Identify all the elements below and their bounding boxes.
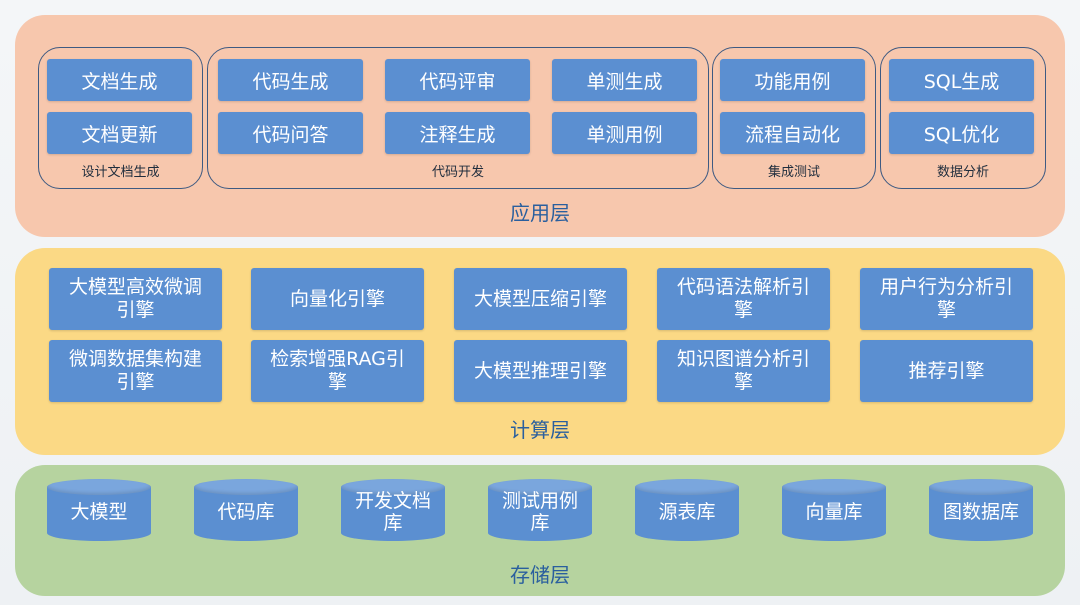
doc-generation-box: 文档生成 [47, 59, 192, 101]
engine-model-compression: 大模型压缩引擎 [454, 268, 627, 330]
code-qa-box: 代码问答 [218, 112, 363, 154]
group-design-docs: 文档生成 文档更新 设计文档生成 [38, 47, 203, 189]
sql-generation-box: SQL生成 [889, 59, 1034, 101]
engine-rag: 检索增强RAG引擎 [251, 340, 424, 402]
application-layer: 文档生成 文档更新 设计文档生成 代码生成 代码评审 单测生成 代码问答 注释生… [15, 15, 1065, 237]
storage-layer: 大模型 代码库 开发文档库 测试用例库 源表库 向量库 图数据库 存储层 [15, 465, 1065, 596]
group-code-dev: 代码生成 代码评审 单测生成 代码问答 注释生成 单测用例 代码开发 [207, 47, 709, 189]
compute-layer-title: 计算层 [510, 418, 570, 442]
group-data-analysis: SQL生成 SQL优化 数据分析 [880, 47, 1046, 189]
db-test-cases-label: 测试用例库 [501, 490, 578, 534]
engine-inference: 大模型推理引擎 [454, 340, 627, 402]
engine-finetune-dataset: 微调数据集构建引擎 [49, 340, 222, 402]
group-label-integration-test: 集成测试 [767, 165, 820, 180]
unit-test-case-box: 单测用例 [552, 112, 697, 154]
doc-update-box: 文档更新 [47, 112, 192, 154]
application-layer-title: 应用层 [510, 201, 570, 225]
engine-code-parsing: 代码语法解析引擎 [657, 268, 830, 330]
engine-vectorization: 向量化引擎 [251, 268, 424, 330]
db-graph-label: 图数据库 [942, 501, 1019, 523]
db-source-tables: 源表库 [635, 479, 739, 541]
engine-user-behavior: 用户行为分析引擎 [860, 268, 1033, 330]
comment-gen-box: 注释生成 [385, 112, 530, 154]
db-dev-docs-label: 开发文档库 [354, 490, 431, 534]
group-label-data-analysis: 数据分析 [936, 165, 989, 180]
unit-test-gen-box: 单测生成 [552, 59, 697, 101]
group-label-design-docs: 设计文档生成 [81, 165, 160, 180]
storage-layer-title: 存储层 [510, 563, 570, 587]
db-large-model-label: 大模型 [70, 501, 128, 523]
db-large-model: 大模型 [47, 479, 151, 541]
db-test-cases: 测试用例库 [488, 479, 592, 541]
engine-knowledge-graph: 知识图谱分析引擎 [657, 340, 830, 402]
sql-optimization-box: SQL优化 [889, 112, 1034, 154]
db-vectors: 向量库 [782, 479, 886, 541]
db-source-tables-label: 源表库 [658, 501, 716, 523]
process-automation-box: 流程自动化 [720, 112, 865, 154]
code-review-box: 代码评审 [385, 59, 530, 101]
code-generation-box: 代码生成 [218, 59, 363, 101]
db-code-repo-label: 代码库 [217, 501, 275, 523]
compute-layer: 大模型高效微调引擎 向量化引擎 大模型压缩引擎 代码语法解析引擎 用户行为分析引… [15, 248, 1065, 455]
engine-finetune: 大模型高效微调引擎 [49, 268, 222, 330]
db-code-repo: 代码库 [194, 479, 298, 541]
engine-recommendation: 推荐引擎 [860, 340, 1033, 402]
db-dev-docs: 开发文档库 [341, 479, 445, 541]
function-case-box: 功能用例 [720, 59, 865, 101]
group-integration-test: 功能用例 流程自动化 集成测试 [712, 47, 876, 189]
db-vectors-label: 向量库 [805, 501, 863, 523]
group-label-code-dev: 代码开发 [431, 165, 484, 180]
db-graph: 图数据库 [929, 479, 1033, 541]
